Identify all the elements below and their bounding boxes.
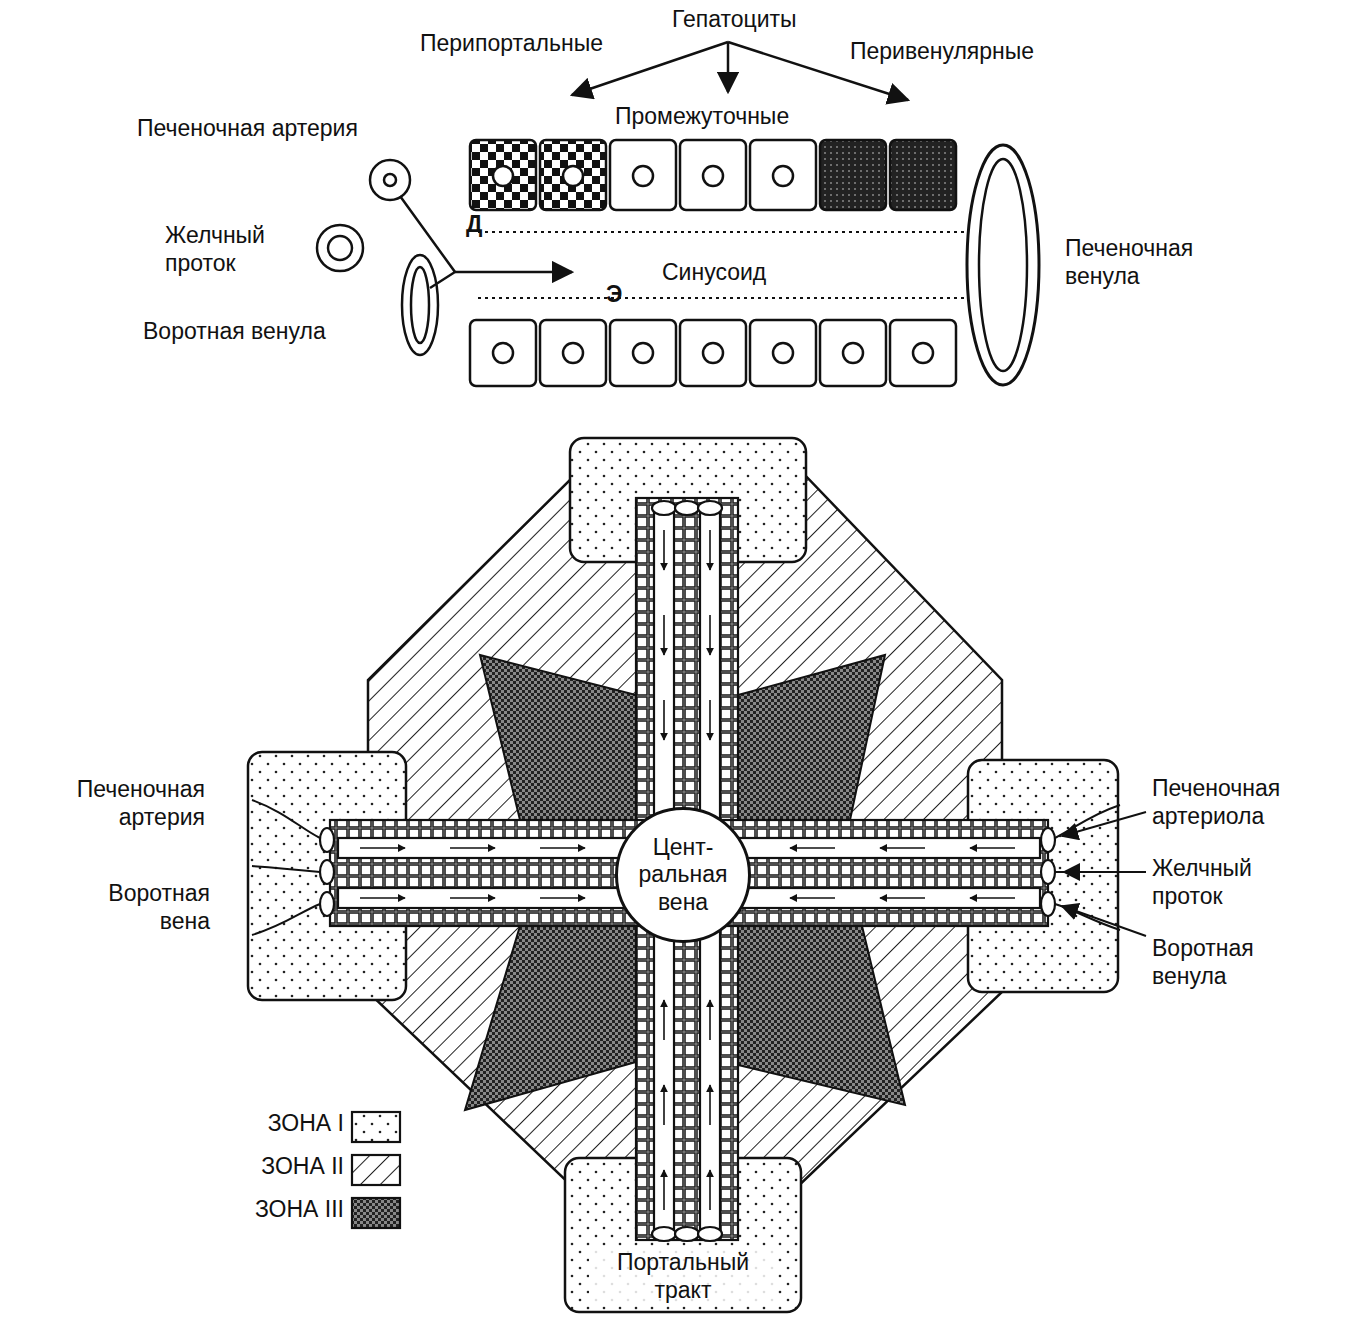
legend-text: ЗОНА I: [268, 1110, 344, 1138]
legend-swatches: [352, 1112, 400, 1228]
node-text: Цент- ральная вена: [627, 834, 739, 917]
legend-text: ЗОНА III: [255, 1196, 344, 1224]
label: Воротная вена: [60, 880, 210, 935]
label: Промежуточные: [615, 103, 789, 131]
label: Печеночная артерия: [30, 776, 205, 831]
label: Синусоид: [662, 259, 766, 287]
label: Перипортальные: [420, 30, 603, 58]
central-vein-circle: Цент- ральная вена: [615, 807, 751, 943]
label: Гепатоциты: [672, 6, 797, 34]
label: Д: [466, 211, 482, 239]
label: Желчный проток: [1152, 855, 1322, 910]
label: Воротная венула: [143, 318, 326, 346]
portal-tract-box: Портальный тракт: [585, 1246, 781, 1308]
label: Печеночная венула: [1065, 235, 1245, 290]
label: Воротная венула: [1152, 935, 1322, 990]
label: Э: [606, 281, 622, 309]
label: Печеночная артерия: [137, 115, 358, 143]
label: Желчный проток: [165, 222, 305, 277]
legend-text: ЗОНА II: [261, 1153, 344, 1181]
label: Перивенулярные: [850, 38, 1034, 66]
label: Печеночная артериола: [1152, 775, 1352, 830]
node-text: Портальный тракт: [589, 1249, 777, 1304]
